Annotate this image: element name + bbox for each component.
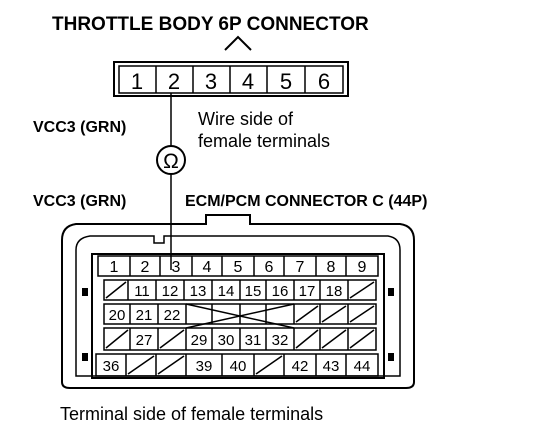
throttle-terminal-2: 2 bbox=[168, 69, 180, 94]
ecm-terminal-8: 8 bbox=[327, 259, 336, 276]
vcc3-label-top: VCC3 (GRN) bbox=[33, 119, 126, 136]
ecm-terminal-16: 16 bbox=[272, 283, 289, 300]
wire-side-label-line1: Wire side of bbox=[198, 109, 294, 129]
ecm-terminal-27: 27 bbox=[136, 332, 153, 349]
throttle-terminal-4: 4 bbox=[242, 69, 254, 94]
terminal-side-caption: Terminal side of female terminals bbox=[60, 404, 323, 424]
ecm-terminal-7: 7 bbox=[296, 259, 305, 276]
ecm-row-1 bbox=[97, 255, 379, 277]
ecm-connector-housing bbox=[61, 214, 415, 389]
ecm-terminal-29: 29 bbox=[191, 332, 208, 349]
ecm-blocked-area-cross bbox=[185, 303, 295, 329]
ecm-terminal-18: 18 bbox=[326, 283, 343, 300]
ecm-terminal-30: 30 bbox=[218, 332, 235, 349]
throttle-terminal-3: 3 bbox=[205, 69, 217, 94]
ecm-terminal-5: 5 bbox=[234, 259, 243, 276]
ecm-terminal-21: 21 bbox=[136, 307, 153, 324]
ecm-terminal-9: 9 bbox=[358, 259, 367, 276]
ecm-terminal-6: 6 bbox=[265, 259, 274, 276]
ecm-row-3 bbox=[103, 303, 377, 325]
ecm-terminal-40: 40 bbox=[230, 358, 247, 375]
ecm-terminal-12: 12 bbox=[162, 283, 179, 300]
ecm-terminal-31: 31 bbox=[245, 332, 262, 349]
wire-side-label-line2: female terminals bbox=[198, 131, 330, 151]
ecm-terminal-42: 42 bbox=[292, 358, 309, 375]
throttle-terminal-6: 6 bbox=[318, 69, 330, 94]
ecm-terminal-14: 14 bbox=[218, 283, 235, 300]
ecm-terminal-39: 39 bbox=[196, 358, 213, 375]
ecm-terminal-1: 1 bbox=[110, 259, 119, 276]
ecm-row-4 bbox=[103, 327, 377, 351]
ecm-connector-title: ECM/PCM CONNECTOR C (44P) bbox=[185, 193, 427, 210]
vcc3-label-bottom: VCC3 (GRN) bbox=[33, 193, 126, 210]
throttle-body-connector: 1 2 3 4 5 6 bbox=[113, 35, 349, 97]
throttle-terminal-5: 5 bbox=[280, 69, 292, 94]
ecm-row-2 bbox=[103, 279, 377, 301]
ecm-terminal-3: 3 bbox=[172, 259, 181, 276]
ecm-terminal-22: 22 bbox=[164, 307, 181, 324]
ecm-terminal-11: 11 bbox=[134, 283, 150, 300]
throttle-terminal-1: 1 bbox=[131, 69, 143, 94]
ecm-terminal-20: 20 bbox=[109, 307, 126, 324]
ecm-terminal-15: 15 bbox=[245, 283, 262, 300]
ecm-terminal-2: 2 bbox=[141, 259, 150, 276]
ecm-terminal-44: 44 bbox=[354, 358, 371, 375]
throttle-connector-title: THROTTLE BODY 6P CONNECTOR bbox=[52, 14, 369, 35]
ecm-terminal-13: 13 bbox=[190, 283, 207, 300]
ecm-terminal-32: 32 bbox=[272, 332, 289, 349]
ecm-terminal-4: 4 bbox=[203, 259, 212, 276]
ecm-terminal-43: 43 bbox=[323, 358, 340, 375]
ohm-icon: Ω bbox=[163, 150, 179, 173]
ecm-terminal-36: 36 bbox=[103, 358, 120, 375]
ecm-row-5 bbox=[95, 353, 379, 377]
ecm-terminal-17: 17 bbox=[299, 283, 316, 300]
